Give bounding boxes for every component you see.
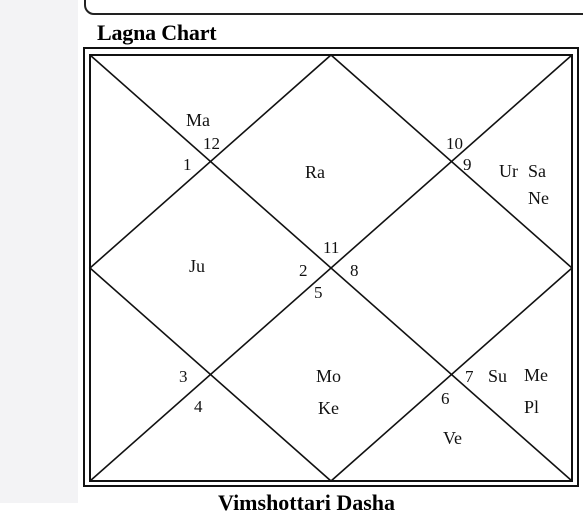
planet-label-ju: Ju (189, 256, 205, 276)
house-number-10: 10 (446, 134, 463, 153)
house-number-11: 11 (323, 238, 339, 257)
planet-label-ma: Ma (186, 110, 210, 130)
house-number-2: 2 (299, 261, 308, 280)
planet-label-ne: Ne (528, 188, 549, 208)
house-number-8: 8 (350, 261, 359, 280)
planet-label-sa: Sa (528, 161, 546, 181)
planet-label-me: Me (524, 365, 548, 385)
chart-outer-border (83, 47, 579, 487)
left-gutter (0, 0, 78, 503)
house-number-1: 1 (183, 155, 192, 174)
house-number-9: 9 (463, 155, 472, 174)
diagonal-line (89, 54, 573, 482)
house-number-4: 4 (194, 397, 203, 416)
house-number-12: 12 (203, 134, 220, 153)
planet-label-ur: Ur (499, 161, 518, 181)
chart-title: Lagna Chart (97, 20, 217, 45)
dasha-section-title: Vimshottari Dasha (218, 490, 396, 515)
planet-label-ke: Ke (318, 398, 339, 418)
house-number-3: 3 (179, 367, 188, 386)
planet-label-ra: Ra (305, 162, 325, 182)
planet-label-ve: Ve (443, 428, 462, 448)
house-number-7: 7 (465, 367, 474, 386)
planet-label-pl: Pl (524, 397, 539, 417)
house-number-5: 5 (314, 283, 323, 302)
previous-card-border (84, 0, 583, 15)
planet-label-mo: Mo (316, 366, 341, 386)
lagna-chart: 12 1 10 9 11 2 8 5 3 4 7 6 Ma Ra Ur Sa N… (83, 47, 579, 487)
planet-label-su: Su (488, 366, 507, 386)
house-number-6: 6 (441, 389, 450, 408)
center-diamond (88, 53, 574, 483)
